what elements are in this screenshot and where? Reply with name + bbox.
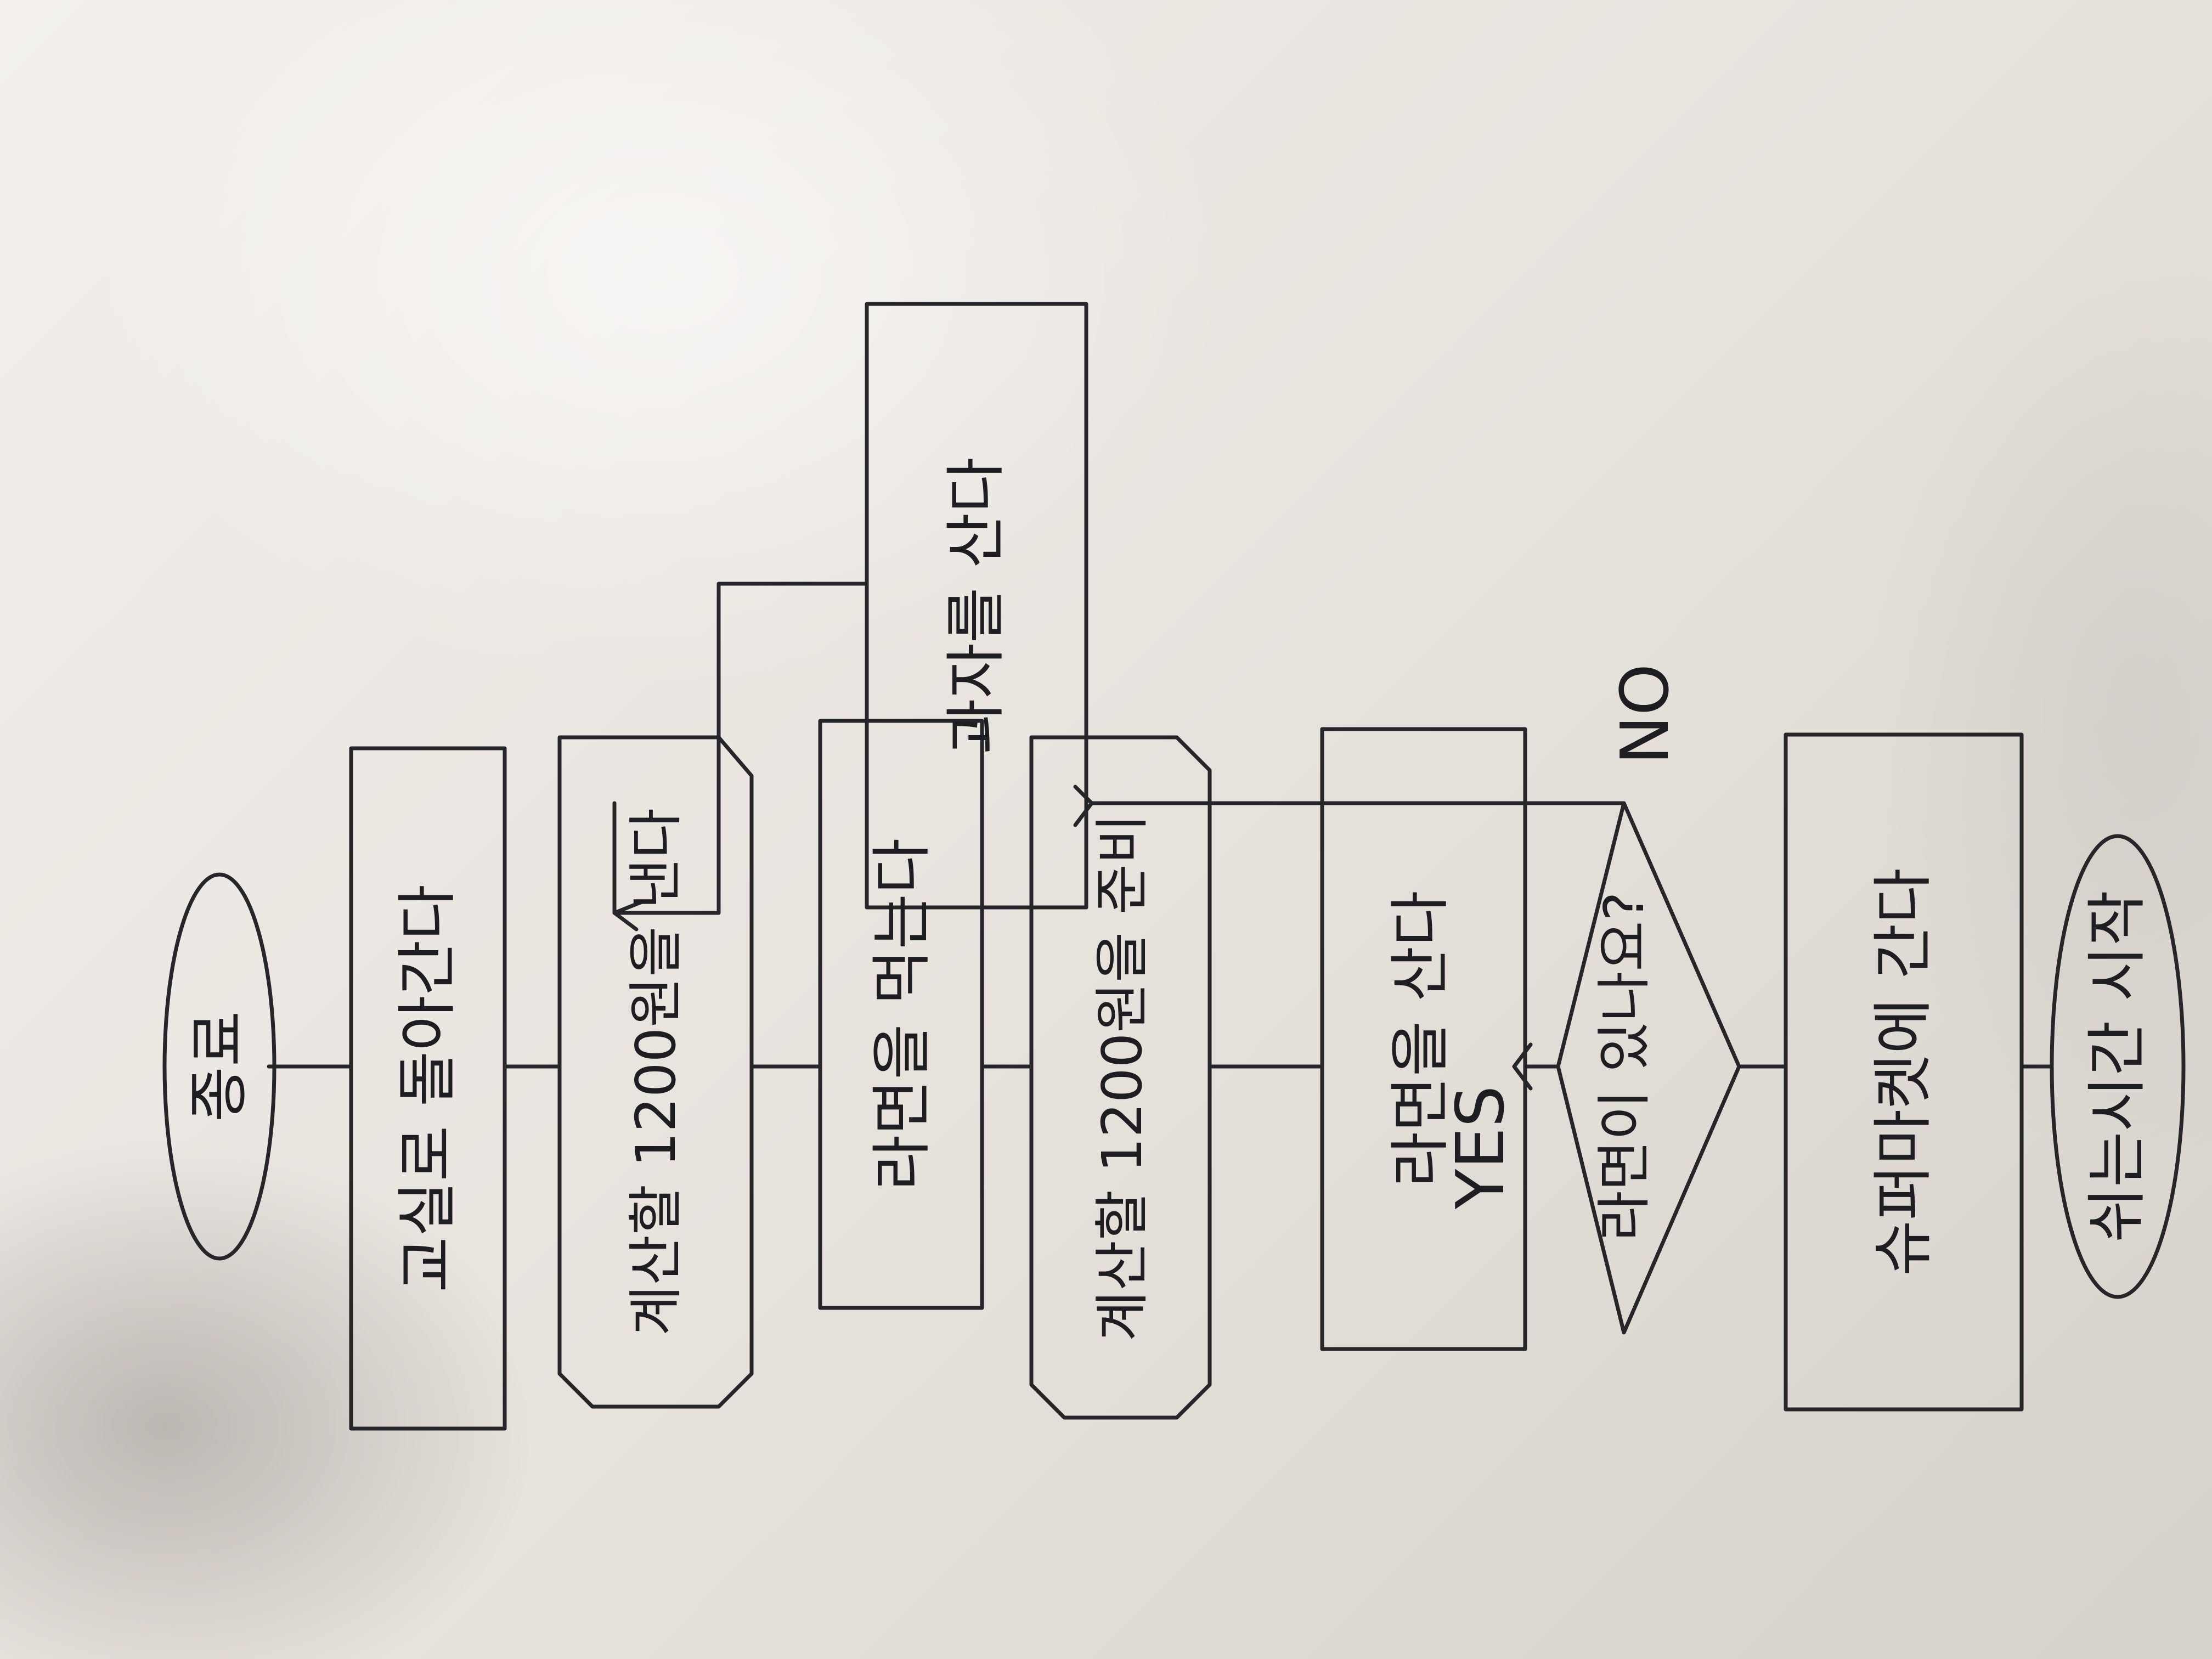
go-back-label: 교실로 돌아간다	[392, 884, 463, 1293]
go-back-process-shape	[349, 746, 507, 1431]
eat-process-shape	[818, 719, 984, 1310]
eat-label: 라면을 먹는다	[867, 838, 938, 1191]
end-label: 종료	[184, 1011, 255, 1122]
no-edge-label: NO	[1607, 663, 1684, 765]
pay2-label: 계산할 1200원을 낸다	[623, 808, 688, 1336]
pay-label: 계산할 1200원을 준비	[1090, 813, 1154, 1342]
other-return-connector	[612, 582, 869, 915]
other-process-shape	[865, 302, 1088, 910]
start-label: 쉬는시간 시작	[2082, 890, 2153, 1243]
go-label: 슈퍼마켓에 간다	[1868, 868, 1939, 1276]
end-terminal-shape	[162, 872, 276, 1261]
pay2-manual-shape	[557, 735, 754, 1409]
go-process-shape	[1784, 732, 2024, 1412]
other-label: 과자를 산다	[941, 457, 1012, 754]
decision-label: 라면이 있나요?	[1592, 891, 1656, 1242]
buy-ramen-label: 라면을 산다	[1385, 890, 1456, 1188]
buy-ramen-process-shape	[1320, 727, 1527, 1351]
pay-manual-shape	[1029, 735, 1212, 1420]
